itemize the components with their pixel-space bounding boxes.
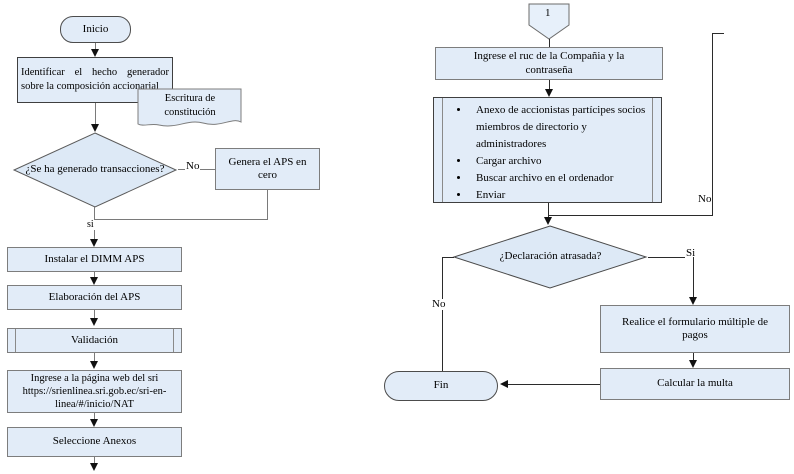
annex-list-box: Anexo de accionistas partícipes socios m… [433, 97, 662, 203]
flow-line [267, 190, 268, 219]
annex-list-item: Buscar archivo en el ordenador [470, 170, 657, 187]
predefined-bar [15, 329, 16, 352]
instalar-dimm-box: Instalar el DIMM APS [7, 247, 182, 272]
flow-line [94, 272, 95, 279]
fin-terminator: Fin [384, 371, 498, 401]
flow-line [508, 384, 600, 385]
flow-line [94, 353, 95, 363]
flow-line [549, 80, 550, 91]
decision2-no-label: No [431, 298, 447, 310]
flow-line [548, 203, 549, 217]
page-connector [528, 3, 570, 40]
predefined-bar [173, 329, 174, 352]
web-page-url: https://srienlinea.sri.gob.ec/sri-en-lin… [22, 386, 167, 410]
arrowhead-down-icon [90, 318, 98, 326]
constitution-document-label: Escritura de constitución [164, 93, 216, 118]
decision2-si-label: Si [685, 247, 697, 259]
atrasada-decision-label: ¿Declaración atrasada? [499, 250, 602, 263]
flow-line [693, 257, 694, 298]
transactions-decision-label: ¿Se ha generado transacciones? [25, 163, 165, 176]
flow-line [94, 310, 95, 321]
flow-line [442, 257, 454, 258]
flow-line [693, 353, 694, 362]
arrowhead-down-icon [90, 419, 98, 427]
flow-line [94, 457, 95, 465]
annex-list: Anexo de accionistas partícipes socios m… [434, 102, 661, 204]
flow-line [95, 43, 96, 51]
flow-line [94, 413, 95, 420]
predefined-bar [652, 98, 653, 202]
ruc-box: Ingrese el ruc de la Compañia y la contr… [435, 47, 663, 80]
arrowhead-left-icon [500, 380, 508, 388]
arrowhead-down-icon [90, 277, 98, 285]
flow-line [712, 33, 724, 34]
elaboracion-box: Elaboración del APS [7, 285, 182, 310]
flow-line [442, 257, 443, 371]
realice-box: Realice el formulario múltiple de pagos [600, 305, 790, 353]
arrowhead-down-icon [545, 89, 553, 97]
arrowhead-down-icon [90, 463, 98, 471]
calcular-label: Calcular la multa [657, 377, 733, 390]
realice-label: Realice el formulario múltiple de pagos [621, 315, 768, 341]
anexos-label: Seleccione Anexos [52, 435, 137, 448]
identify-step: Identificar el hecho generador sobre la … [21, 67, 169, 92]
atrasada-decision-diamond [452, 225, 648, 289]
validacion-label: Validación [70, 333, 119, 346]
arrowhead-down-icon [90, 361, 98, 369]
flow-line [549, 39, 550, 47]
page-connector-label: 1 [545, 7, 551, 19]
annex-list-item: Anexo de accionistas partícipes socios m… [470, 102, 657, 153]
anexos-box: Seleccione Anexos [7, 427, 182, 457]
decision1-no-label: No [185, 160, 201, 172]
web-page-intro: Ingrese a la página web del sri [30, 373, 159, 384]
instalar-dimm-label: Instalar el DIMM APS [44, 252, 145, 265]
constitution-document [137, 88, 242, 127]
return-no-label: No [697, 193, 713, 205]
start-label: Inicio [82, 22, 109, 35]
decision1-yes-label: si [86, 219, 95, 230]
annex-list-item: Cargar archivo [470, 153, 657, 170]
annex-list-item: Enviar [470, 187, 657, 204]
arrowhead-down-icon [91, 49, 99, 57]
calcular-box: Calcular la multa [600, 368, 790, 400]
arrowhead-down-icon [90, 239, 98, 247]
arrowhead-down-icon [91, 124, 99, 132]
transactions-decision-diamond [12, 132, 178, 208]
web-page-box: Ingrese a la página web del sri https://… [7, 370, 182, 413]
flow-line [548, 215, 713, 216]
predefined-bar [442, 98, 443, 202]
elaboracion-label: Elaboración del APS [48, 290, 141, 303]
flow-line [648, 257, 694, 258]
genera-aps-box: Genera el APS en cero [215, 148, 320, 190]
flow-line [94, 207, 95, 219]
validacion-box: Validación [7, 328, 182, 353]
arrowhead-down-icon [544, 217, 552, 225]
flow-line [712, 33, 713, 216]
genera-aps-label: Genera el APS en cero [228, 155, 307, 181]
start-terminator: Inicio [60, 16, 131, 43]
ruc-label: Ingrese el ruc de la Compañia y la contr… [473, 50, 625, 76]
arrowhead-down-icon [689, 360, 697, 368]
flow-line [95, 219, 268, 220]
fin-label: Fin [433, 379, 449, 392]
arrowhead-down-icon [689, 297, 697, 305]
flow-line [95, 103, 96, 126]
